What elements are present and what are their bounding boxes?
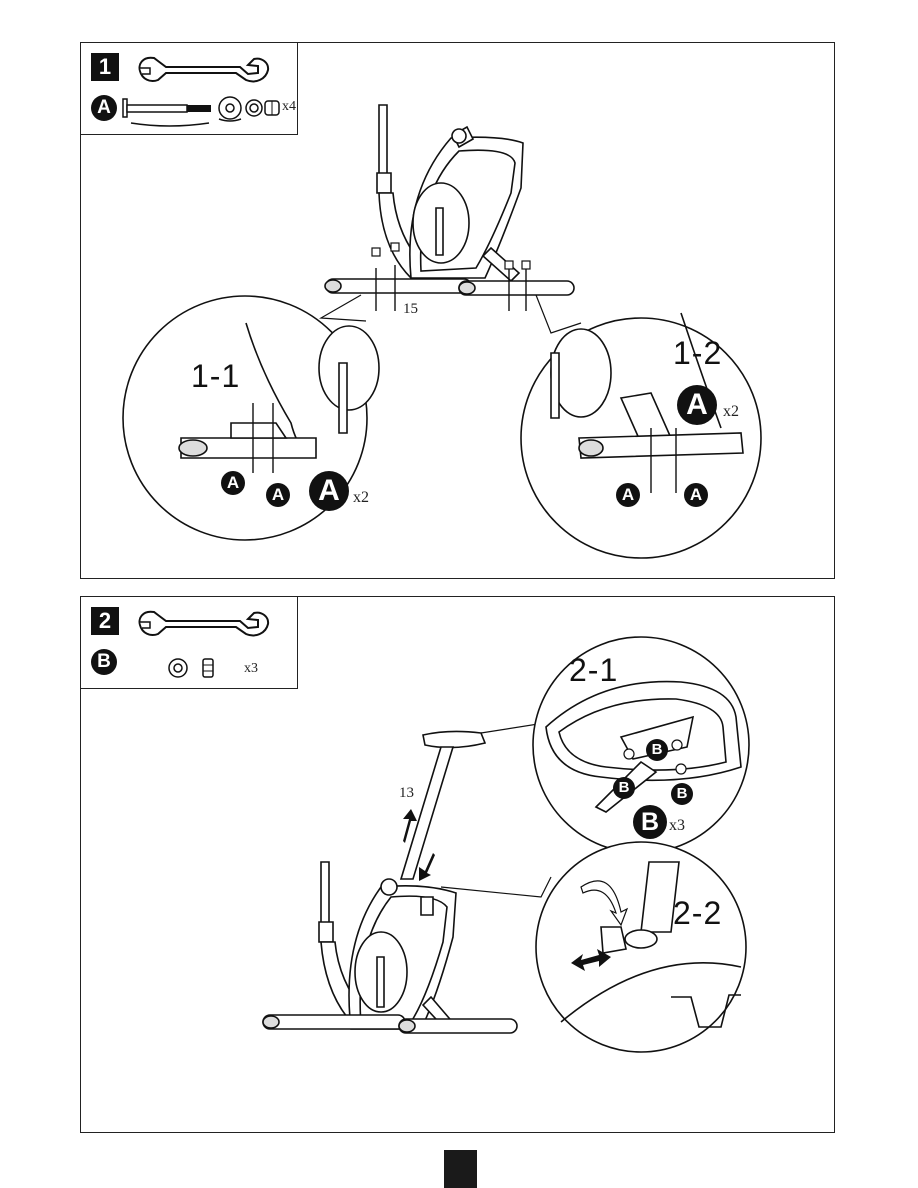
step-number: 2 xyxy=(91,607,119,635)
arrow-icon xyxy=(580,880,629,927)
bike-seat-assembly-drawing xyxy=(262,636,750,1053)
detail-1-1-quantity: x2 xyxy=(353,489,369,506)
washer-icon xyxy=(168,658,188,678)
nut-icon xyxy=(202,658,214,678)
part-a-badge: A xyxy=(91,95,117,121)
detail-label-1-1: 1-1 xyxy=(191,358,241,394)
step-2-panel: 2 B x3 xyxy=(80,596,835,1133)
part-b-callout: B xyxy=(671,783,693,805)
hardware-quantity: x4 xyxy=(282,99,296,114)
wrench-icon xyxy=(138,56,270,83)
step-1-panel: 1 A x4 xyxy=(80,42,835,579)
arrow-icon xyxy=(571,949,611,971)
part-b-callout: B xyxy=(613,777,635,799)
part-b-badge: B xyxy=(91,649,117,675)
part-a-callout: A xyxy=(221,471,245,495)
detail-2-1-quantity: x3 xyxy=(669,817,685,834)
hardware-quantity: x3 xyxy=(244,661,258,676)
detail-1-2-quantity: x2 xyxy=(723,403,739,420)
page-number-block xyxy=(444,1150,477,1188)
detail-label-2-2: 2-2 xyxy=(673,895,723,931)
arrow-icon xyxy=(403,809,417,843)
part-a-callout: A xyxy=(684,483,708,507)
part-a-large-callout: A xyxy=(677,385,717,425)
detail-label-1-2: 1-2 xyxy=(673,335,723,371)
bolt-icon xyxy=(122,98,211,127)
part-a-callout: A xyxy=(616,483,640,507)
part-number-15: 15 xyxy=(403,301,418,317)
part-number-13: 13 xyxy=(399,785,414,801)
part-a-callout: A xyxy=(266,483,290,507)
part-a-large-callout: A xyxy=(309,471,349,511)
hardware-box-step-2: 2 B x3 xyxy=(81,597,298,689)
bike-base-assembly-drawing xyxy=(122,104,762,559)
hardware-box-step-1: 1 A x4 xyxy=(81,43,298,135)
part-b-large-callout: B xyxy=(633,805,667,839)
detail-label-2-1: 2-1 xyxy=(569,652,619,688)
nut-icon xyxy=(245,99,280,117)
arrow-icon xyxy=(419,853,435,881)
step-number: 1 xyxy=(91,53,119,81)
washer-icon xyxy=(218,96,242,122)
part-b-callout: B xyxy=(646,739,668,761)
wrench-icon xyxy=(138,610,270,637)
detail-circle-1-1 xyxy=(122,295,368,541)
